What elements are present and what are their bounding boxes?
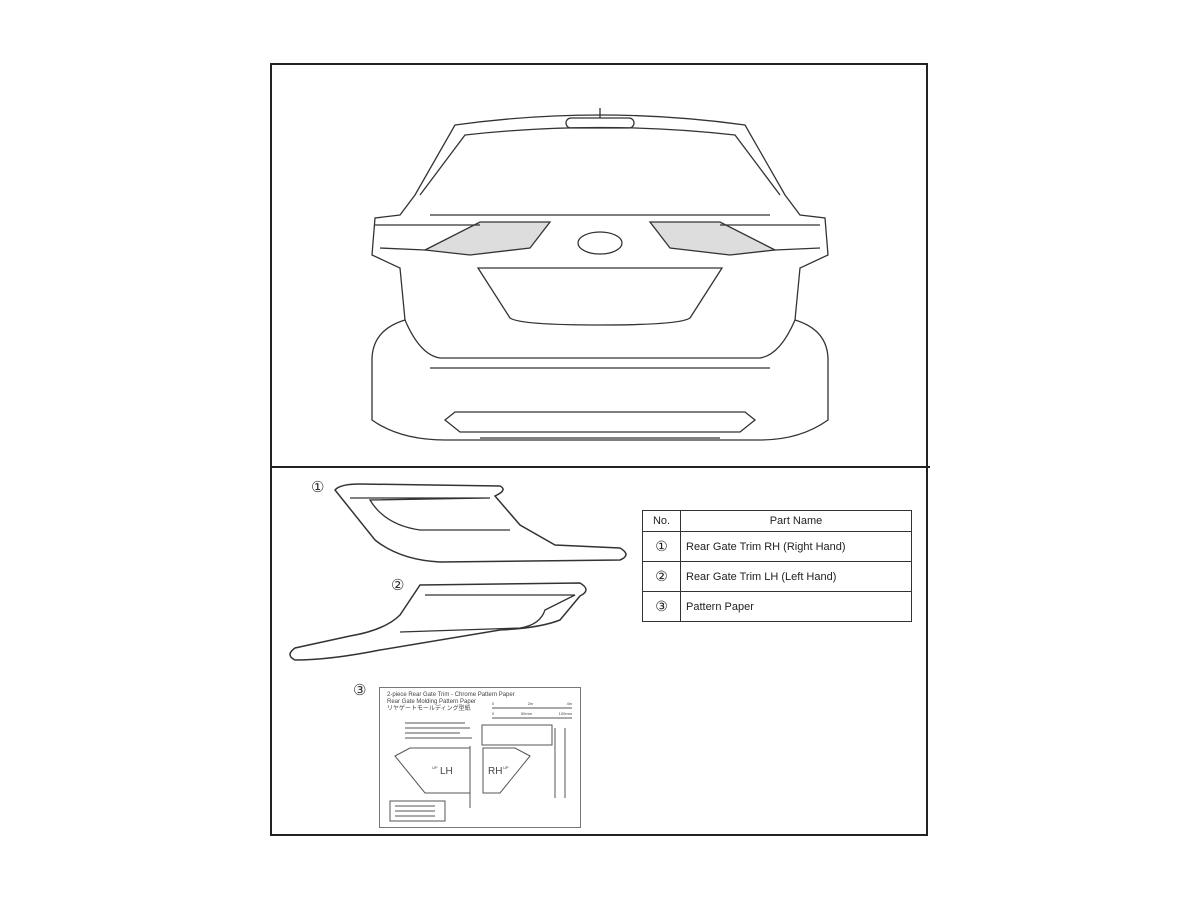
pattern-paper-thumbnail: 2-piece Rear Gate Trim - Chrome Pattern … — [379, 687, 581, 828]
divider — [270, 466, 930, 468]
callout-3: ③ — [353, 682, 367, 699]
callout-1: ① — [311, 479, 325, 496]
document-frame — [270, 63, 928, 836]
header-part-name: Part Name — [680, 510, 912, 532]
callout-2: ② — [391, 577, 405, 594]
header-no: No. — [642, 510, 681, 532]
